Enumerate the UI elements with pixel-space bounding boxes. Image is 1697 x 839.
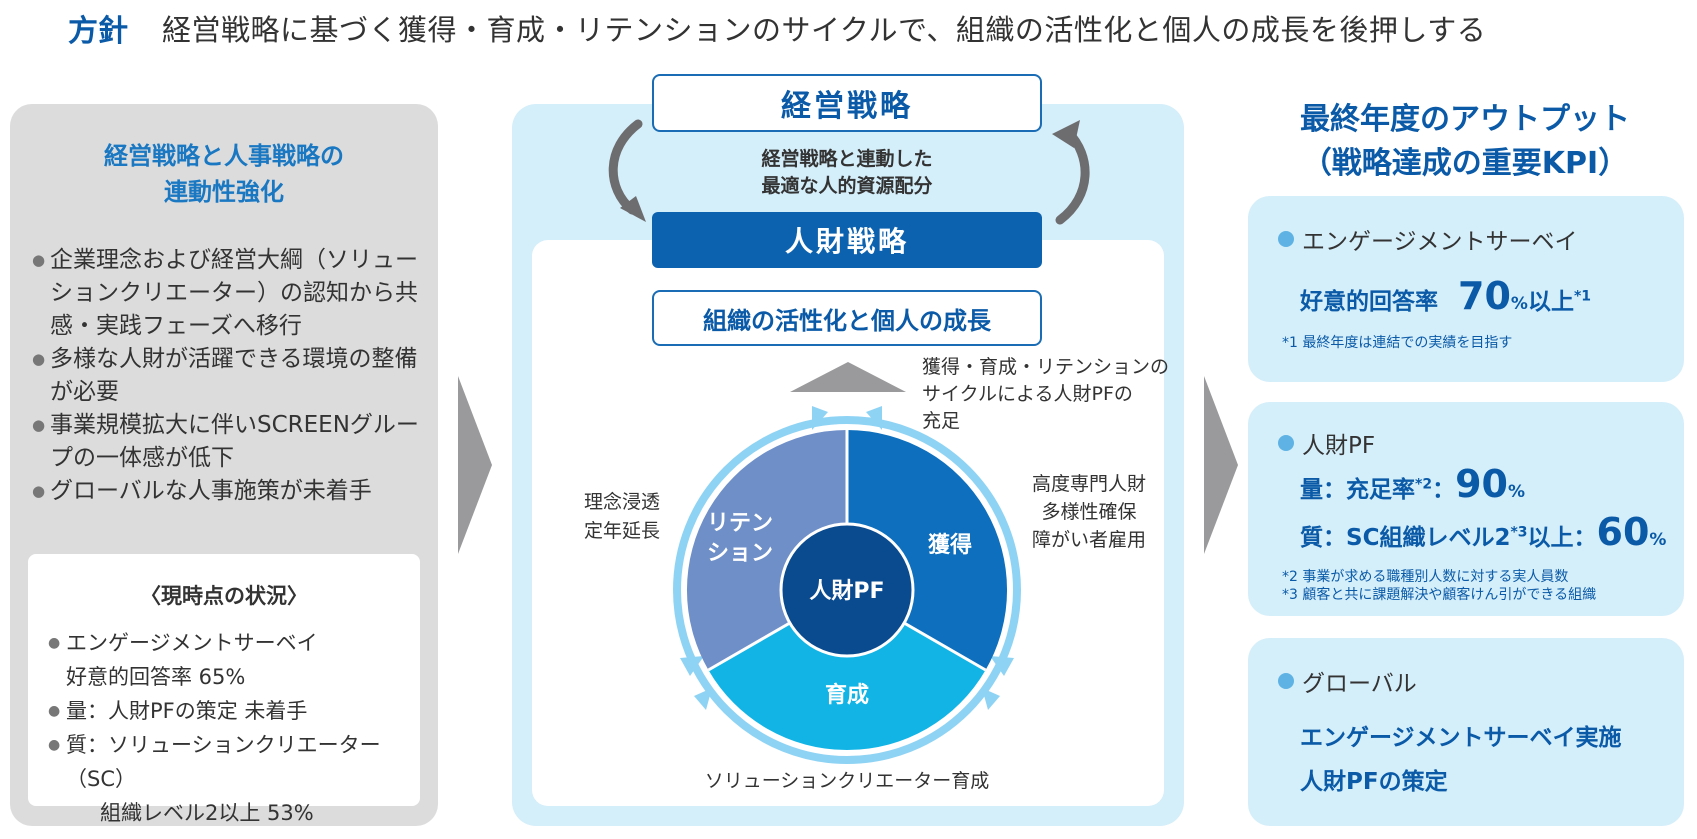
kpi-quantity-value: 90 bbox=[1455, 462, 1508, 506]
curved-arrow-down-icon bbox=[608, 119, 646, 222]
kpi-head: グローバル bbox=[1278, 664, 1417, 698]
left-bullet: 企業理念および経営大綱（ソリューションクリエーター）の認知から共感・実践フェーズ… bbox=[32, 244, 432, 343]
kpi-footnote-mark: *2 bbox=[1415, 476, 1433, 493]
kpi-footnote-mark: *3 bbox=[1510, 524, 1528, 541]
kpi-footnote: *1 最終年度は連結での実績を目指す bbox=[1282, 335, 1513, 351]
org-growth-box: 組織の活性化と個人の成長 bbox=[652, 290, 1042, 346]
ring-arrowhead-icon bbox=[694, 688, 712, 710]
cycle-ring bbox=[673, 416, 1021, 764]
core-label: 人財PF bbox=[809, 579, 884, 604]
kpi-head-text: エンゲージメントサーベイ bbox=[1302, 229, 1578, 255]
kpi-footnote-mark: *1 bbox=[1573, 288, 1592, 305]
curved-arrow-up-icon bbox=[1052, 120, 1090, 225]
kpi-value: 70 bbox=[1458, 274, 1511, 318]
left-panel: 経営戦略と人事戦略の 連動性強化 企業理念および経営大綱（ソリューションクリエー… bbox=[10, 104, 438, 826]
retention-label-line2: ション bbox=[707, 541, 773, 566]
kpi-quality-line: 質：SC組織レベル2*3以上：60% bbox=[1300, 510, 1666, 554]
header-text: 経営戦略に基づく獲得・育成・リテンションのサイクルで、組織の活性化と個人の成長を… bbox=[162, 13, 1487, 47]
status-title: 〈現時点の状況〉 bbox=[140, 584, 308, 608]
kpi-suffix: 以上 bbox=[1527, 289, 1574, 315]
ring-arrowhead-icon bbox=[680, 656, 704, 676]
kpi-head: エンゲージメントサーベイ bbox=[1278, 222, 1578, 256]
kpi-global-line1: エンゲージメントサーベイ実施 bbox=[1300, 725, 1622, 751]
kpi-prefix: 好意的回答率 bbox=[1300, 289, 1438, 315]
kpi-head-text: グローバル bbox=[1302, 671, 1417, 697]
kpi-quantity-prefix: 量：充足率 bbox=[1300, 477, 1415, 503]
header: 方針 経営戦略に基づく獲得・育成・リテンションのサイクルで、組織の活性化と個人の… bbox=[68, 6, 1486, 50]
linkage-text: 経営戦略と連動した 最適な人的資源配分 bbox=[652, 146, 1042, 200]
header-label: 方針 bbox=[68, 14, 128, 49]
kpi-quality-mid: 以上： bbox=[1527, 525, 1597, 551]
cycle-note: 獲得・育成・リテンションの サイクルによる人財PFの 充足 bbox=[922, 354, 1172, 435]
cycle-note-line2: サイクルによる人財PFの bbox=[922, 383, 1133, 405]
right-title-line1: 最終年度のアウトプット bbox=[1300, 102, 1630, 137]
acquisition-annotation-line1: 高度専門人財 bbox=[1031, 473, 1146, 495]
status-item: エンゲージメントサーベイ bbox=[48, 626, 418, 660]
kpi-global-line2: 人財PFの策定 bbox=[1300, 769, 1448, 795]
upward-arrow-icon bbox=[790, 362, 906, 392]
kpi-footnote: *3 顧客と共に課題解決や顧客けん引ができる組織 bbox=[1282, 587, 1597, 603]
left-bullet: 多様な人財が活躍できる環境の整備が必要 bbox=[32, 343, 432, 409]
kpi-box-engagement: エンゲージメントサーベイ 好意的回答率 70%以上*1 *1 最終年度は連結での… bbox=[1248, 196, 1684, 382]
kpi-footnotes: *2 事業が求める職種別人数に対する実人員数 *3 顧客と共に課題解決や顧客けん… bbox=[1282, 568, 1596, 604]
status-item-cont: 好意的回答率 65% bbox=[66, 665, 246, 689]
kpi-quantity-line: 量：充足率*2：90% bbox=[1300, 462, 1525, 506]
status-item: 量：人財PFの策定 未着手 bbox=[48, 694, 418, 728]
status-list: エンゲージメントサーベイ 好意的回答率 65% 量：人財PFの策定 未着手 質：… bbox=[48, 626, 418, 830]
retention-annotation-line2: 定年延長 bbox=[583, 520, 660, 542]
left-bullet: グローバルな人事施策が未着手 bbox=[32, 475, 432, 508]
development-annotation: ソリューションクリエーター育成 bbox=[704, 770, 990, 792]
ring-arrowhead-icon bbox=[990, 656, 1014, 676]
retention-label-line1: リテン bbox=[707, 511, 773, 536]
hr-strategy-box: 人財戦略 bbox=[652, 212, 1042, 268]
acquisition-annotation: 高度専門人財 多様性確保 障がい者雇用 bbox=[1014, 470, 1164, 554]
kpi-box-hr-pf: 人財PF 量：充足率*2：90% 質：SC組織レベル2*3以上：60% *2 事… bbox=[1248, 402, 1684, 616]
kpi-quality-prefix: 質：SC組織レベル2 bbox=[1300, 525, 1511, 551]
acquisition-label: 獲得 bbox=[928, 532, 972, 558]
retention-annotation-line1: 理念浸透 bbox=[583, 491, 660, 513]
current-status-box: 〈現時点の状況〉 エンゲージメントサーベイ 好意的回答率 65% 量：人財PFの… bbox=[28, 554, 420, 825]
kpi-head-text: 人財PF bbox=[1302, 433, 1376, 459]
development-label: 育成 bbox=[825, 682, 869, 708]
right-title-line2: （戦略達成の重要KPI） bbox=[1301, 146, 1629, 181]
core-circle bbox=[779, 522, 915, 658]
business-strategy-box: 経営戦略 bbox=[652, 74, 1042, 132]
linkage-text-line2: 最適な人的資源配分 bbox=[761, 175, 933, 197]
status-item-cont: 組織レベル2以上 53% bbox=[100, 801, 314, 825]
status-item: 質：ソリューションクリエーター（SC） bbox=[48, 728, 418, 796]
acquisition-annotation-line3: 障がい者雇用 bbox=[1031, 529, 1146, 551]
left-bullet-list: 企業理念および経営大綱（ソリューションクリエーター）の認知から共感・実践フェーズ… bbox=[32, 244, 432, 508]
flow-arrow-icon bbox=[458, 376, 492, 554]
ring-arrowhead-icon bbox=[982, 688, 1000, 710]
kpi-box-global: グローバル エンゲージメントサーベイ実施 人財PFの策定 bbox=[1248, 638, 1684, 826]
left-title-line2: 連動性強化 bbox=[164, 178, 284, 206]
bullet-dot-icon bbox=[1278, 673, 1294, 689]
kpi-value-line: 好意的回答率 70%以上*1 bbox=[1300, 274, 1591, 318]
right-title: 最終年度のアウトプット （戦略達成の重要KPI） bbox=[1250, 98, 1680, 186]
cycle-note-line3: 充足 bbox=[922, 410, 961, 432]
ring-arrowhead-icon bbox=[812, 406, 828, 430]
acquisition-annotation-line2: 多様性確保 bbox=[1041, 501, 1137, 523]
kpi-footnote: *2 事業が求める職種別人数に対する実人員数 bbox=[1282, 569, 1569, 585]
kpi-quality-value: 60 bbox=[1596, 510, 1650, 554]
bullet-dot-icon bbox=[1278, 435, 1294, 451]
hr-cycle-diagram: 人財PF 獲得 育成 リテン ション bbox=[673, 406, 1021, 764]
left-bullet: 事業規模拡大に伴いSCREENグループの一体感が低下 bbox=[32, 409, 432, 475]
kpi-unit: % bbox=[1649, 530, 1667, 550]
bullet-dot-icon bbox=[1278, 231, 1294, 247]
ring-arrowhead-icon bbox=[866, 406, 882, 430]
cycle-note-line1: 獲得・育成・リテンションの bbox=[922, 356, 1170, 378]
retention-annotation: 理念浸透 定年延長 bbox=[572, 488, 672, 546]
left-title: 経営戦略と人事戦略の 連動性強化 bbox=[10, 138, 438, 210]
linkage-text-line1: 経営戦略と連動した bbox=[761, 148, 933, 170]
kpi-head: 人財PF bbox=[1278, 426, 1375, 460]
flow-arrow-icon bbox=[1204, 376, 1238, 554]
left-title-line1: 経営戦略と人事戦略の bbox=[104, 142, 344, 170]
kpi-colon: ： bbox=[1432, 477, 1456, 503]
kpi-unit: % bbox=[1510, 294, 1528, 314]
kpi-unit: % bbox=[1507, 482, 1525, 502]
